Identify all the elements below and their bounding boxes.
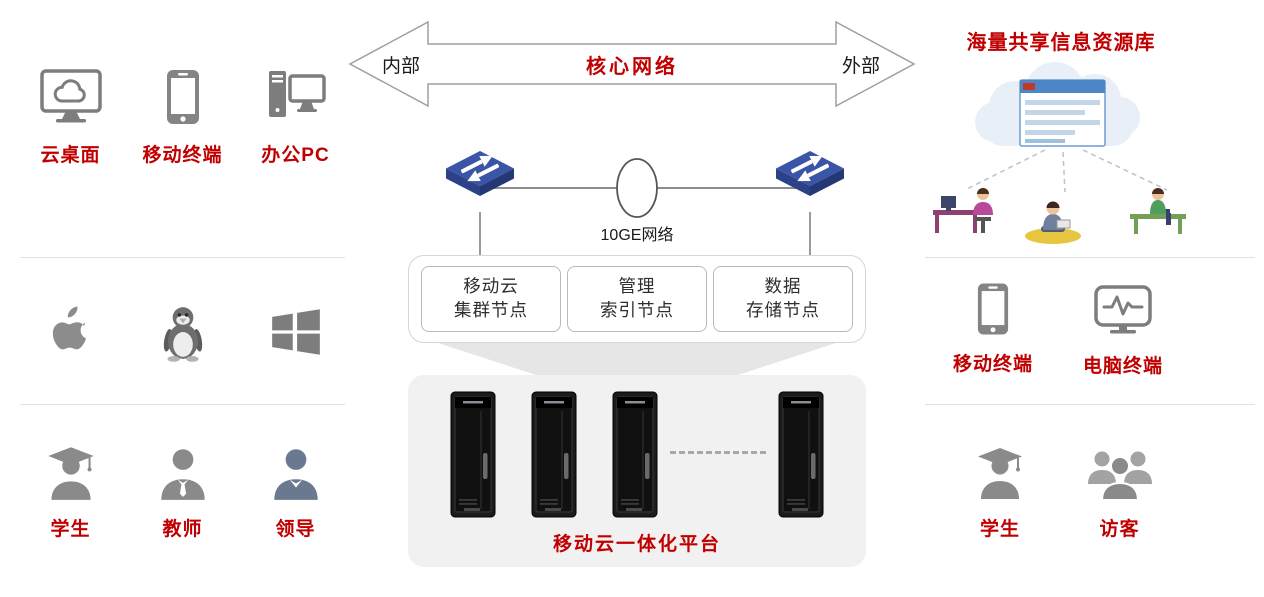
network-link-ellipse <box>616 158 658 218</box>
desktop-pc-icon <box>264 68 328 126</box>
right-divider-top <box>925 257 1255 258</box>
network-switch-left-icon <box>446 150 514 196</box>
device-label: 移动终端 <box>142 145 223 166</box>
user-teacher: 教师 <box>130 442 235 541</box>
platform-box: 移动云一体化平台 <box>408 375 866 567</box>
person-on-bench-icon <box>1130 188 1186 234</box>
server-rack-icon <box>450 391 496 518</box>
network-banner: 内部 核心网络 外部 <box>348 14 916 114</box>
linux-tux-icon <box>158 302 208 362</box>
continuation-dashes <box>670 451 766 454</box>
smartphone-icon <box>976 282 1010 336</box>
node-line: 存储节点 <box>746 300 820 320</box>
student-icon <box>38 440 104 502</box>
banner-internal-label: 内部 <box>382 56 421 77</box>
server-rack-icon <box>778 391 824 518</box>
server-rack-icon <box>531 391 577 518</box>
device-mobile-terminal: 移动终端 <box>130 68 235 167</box>
node-line: 数据 <box>764 276 802 297</box>
banner-external-label: 外部 <box>841 56 880 77</box>
node-box-management: 管理 索引节点 <box>567 266 707 332</box>
device-label: 云桌面 <box>40 145 101 166</box>
user-label: 学生 <box>979 519 1020 540</box>
node-line: 索引节点 <box>600 300 674 320</box>
os-linux <box>130 302 235 362</box>
node-line: 集群节点 <box>454 300 528 320</box>
node-box-storage: 数据 存储节点 <box>713 266 853 332</box>
terminal-label: 电脑终端 <box>1082 356 1163 377</box>
visitors-icon <box>1082 444 1158 502</box>
user-label: 教师 <box>162 519 203 540</box>
leader-icon <box>267 442 325 502</box>
teacher-icon <box>154 442 212 502</box>
windows-logo-icon <box>270 306 322 358</box>
user-leader: 领导 <box>243 442 348 541</box>
portal-screenshot <box>1019 79 1106 147</box>
network-link-label: 10GE网络 <box>600 227 674 244</box>
person-at-desk-icon <box>933 188 993 233</box>
left-divider-bottom <box>20 404 345 405</box>
cloud-desktop-icon <box>39 68 103 126</box>
resource-cloud-illustration <box>933 62 1186 244</box>
user-student: 学生 <box>18 440 123 541</box>
funnel-connector <box>438 343 836 375</box>
core-network-links <box>446 150 844 258</box>
device-label: 办公PC <box>261 145 330 166</box>
double-arrow-shape <box>348 20 916 108</box>
terminal-pc: 电脑终端 <box>1063 284 1183 378</box>
dashed-connectors <box>964 149 1168 193</box>
node-box-cluster: 移动云 集群节点 <box>421 266 561 332</box>
node-line: 管理 <box>618 276 656 297</box>
right-divider-bottom <box>925 404 1255 405</box>
pc-terminal-icon <box>1092 284 1154 338</box>
terminal-label: 移动终端 <box>952 354 1033 375</box>
right-user-student: 学生 <box>945 440 1055 541</box>
device-office-pc: 办公PC <box>243 68 348 167</box>
person-with-laptop-icon <box>1025 201 1081 244</box>
user-label: 领导 <box>275 519 316 540</box>
left-divider-top <box>20 257 345 258</box>
platform-label: 移动云一体化平台 <box>552 534 721 555</box>
server-rack-icon <box>612 391 658 518</box>
user-label: 学生 <box>50 519 91 540</box>
os-apple <box>18 302 123 360</box>
student-icon <box>968 440 1032 502</box>
node-line: 移动云 <box>463 276 519 297</box>
resource-library-title: 海量共享信息资源库 <box>966 32 1156 54</box>
network-switch-right-icon <box>776 150 844 196</box>
banner-title: 核心网络 <box>586 56 678 78</box>
apple-logo-icon <box>46 302 96 360</box>
device-cloud-desktop: 云桌面 <box>18 68 123 167</box>
os-windows <box>243 306 348 358</box>
smartphone-icon <box>165 68 201 126</box>
user-label: 访客 <box>1099 519 1140 540</box>
node-group-box: 移动云 集群节点 管理 索引节点 数据 存储节点 <box>408 255 866 343</box>
terminal-mobile: 移动终端 <box>938 282 1048 376</box>
right-user-visitors: 访客 <box>1062 444 1177 541</box>
